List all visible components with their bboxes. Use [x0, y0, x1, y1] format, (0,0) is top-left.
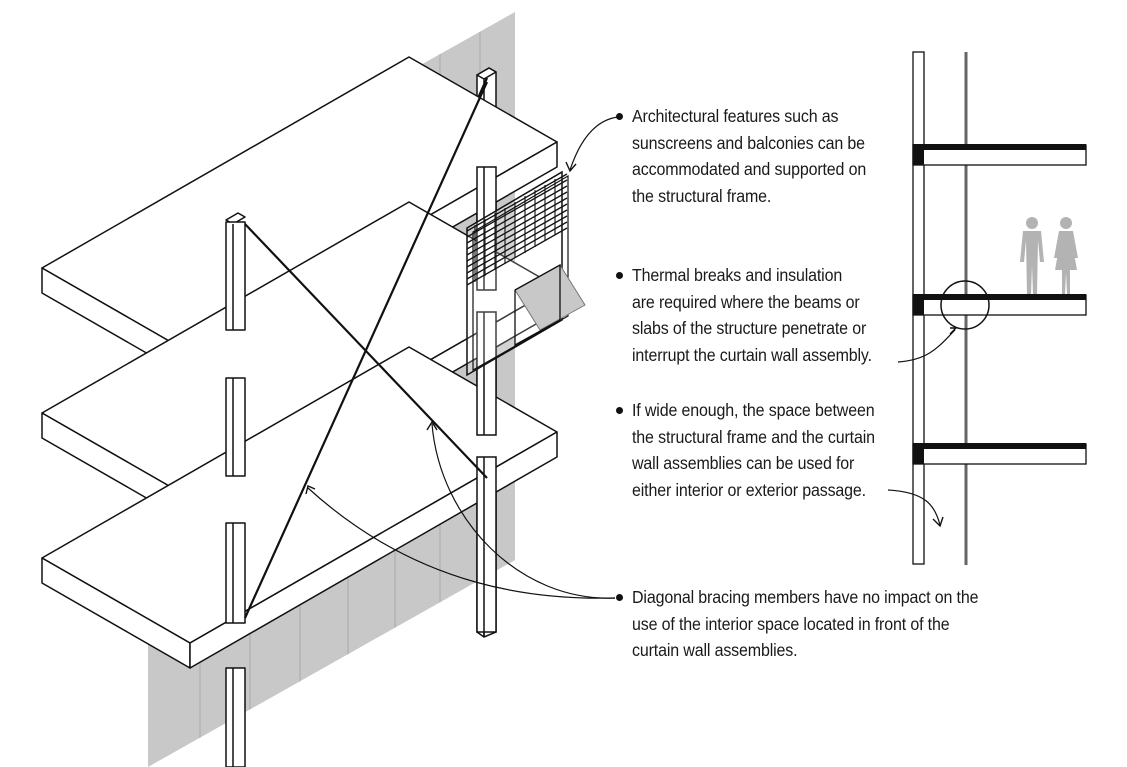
bullet-icon	[616, 407, 623, 414]
bullet-icon	[616, 594, 623, 601]
person-female-icon	[1054, 217, 1078, 294]
diagonal-bracing-front	[243, 81, 489, 619]
annotation-line: accommodated and supported on	[632, 159, 867, 179]
leader-lines	[307, 116, 956, 599]
annotation-passage-space: If wide enough, the space between the st…	[632, 397, 875, 503]
thermal-break-highlight-circle	[940, 280, 990, 330]
annotation-line: the structural frame and the curtain	[632, 426, 875, 447]
bullet-icon	[616, 272, 623, 279]
annotation-line: interrupt the curtain wall assembly.	[632, 344, 872, 365]
annotation-line: use of the interior space located in fro…	[632, 613, 950, 634]
annotation-line: slabs of the structure penetrate or	[632, 318, 867, 338]
leader-arrowheads	[305, 161, 958, 528]
annotation-line: Thermal breaks and insulation	[632, 265, 843, 285]
bullet-icon	[616, 113, 623, 120]
front-column	[225, 212, 246, 767]
annotation-line: sunscreens and balconies can be	[632, 132, 865, 153]
rear-column-segments	[476, 166, 497, 636]
annotation-line: are required where the beams or	[632, 291, 860, 312]
annotation-line: Diagonal bracing members have no impact …	[632, 587, 979, 607]
annotation-line: Architectural features such as	[632, 106, 839, 126]
annotation-diagonal-bracing: Diagonal bracing members have no impact …	[632, 584, 978, 664]
person-male-icon	[1020, 217, 1044, 294]
annotation-thermal-breaks: Thermal breaks and insulation are requir…	[632, 262, 872, 368]
annotation-sunscreens: Architectural features such as sunscreen…	[632, 103, 866, 209]
annotation-line: either interior or exterior passage.	[632, 479, 866, 500]
annotation-line: wall assemblies can be used for	[632, 453, 855, 473]
section-view	[912, 51, 1087, 565]
annotation-line: the structural frame.	[632, 185, 772, 206]
annotation-line: curtain wall assemblies.	[632, 640, 798, 660]
annotation-line: If wide enough, the space between	[632, 400, 875, 420]
sunscreen-balcony	[466, 170, 586, 377]
